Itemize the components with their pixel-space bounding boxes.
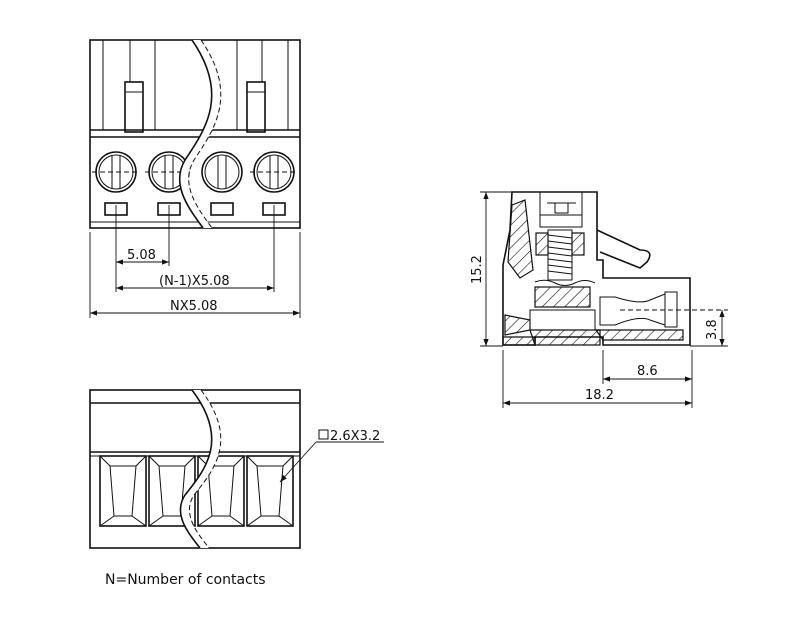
dim-length: 18.2 <box>585 388 614 403</box>
cavity-size-label: 2.6X3.2 <box>330 429 380 444</box>
side-view <box>502 191 728 346</box>
front-dimensions: 5.08 (N-1)X5.08 NX5.08 <box>89 205 301 318</box>
dim-total: NX5.08 <box>170 299 218 314</box>
bottom-view: 2.6X3.2 <box>89 389 384 549</box>
screw-heads <box>92 151 298 193</box>
caption: N=Number of contacts <box>105 572 266 588</box>
dim-height: 15.2 <box>470 255 485 284</box>
square-symbol-icon <box>318 429 329 440</box>
screw-thread <box>547 229 573 281</box>
dim-span: (N-1)X5.08 <box>159 274 230 289</box>
dim-pitch: 5.08 <box>127 248 156 263</box>
side-dimensions: 15.2 3.8 8.6 18.2 <box>470 191 728 408</box>
dim-pin-length: 8.6 <box>637 364 658 379</box>
front-view <box>89 39 301 229</box>
dim-pin-height: 3.8 <box>705 319 720 340</box>
